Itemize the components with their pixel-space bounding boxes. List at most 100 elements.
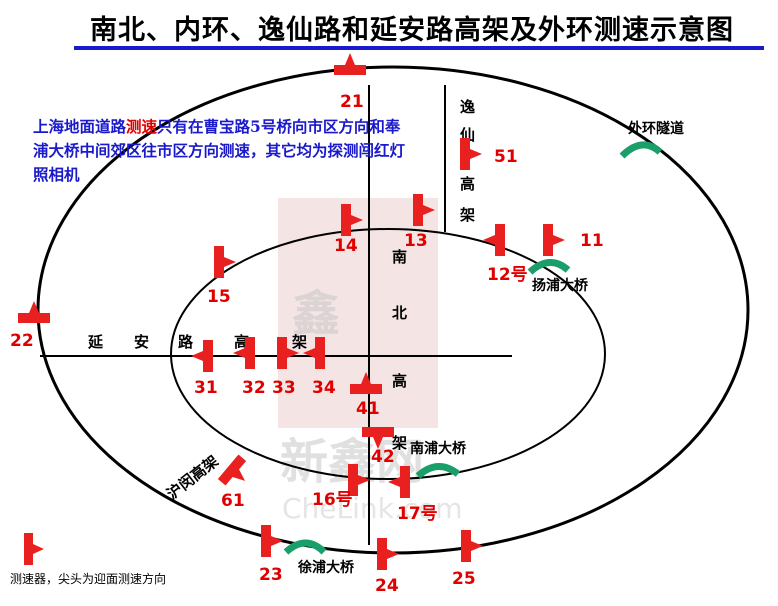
watermark-char: 鑫 bbox=[292, 286, 340, 342]
svg-text:架: 架 bbox=[291, 333, 307, 351]
svg-text:南浦大桥: 南浦大桥 bbox=[410, 440, 467, 457]
note-highlight: 测速 bbox=[126, 117, 158, 136]
speed-camera-marker bbox=[388, 466, 410, 498]
speed-camera-marker bbox=[214, 246, 236, 278]
speed-camera-note: 上海地面道路测速只有在曹宝路5号桥向市区方向和奉浦大桥中间郊区往市区方向测速，其… bbox=[33, 115, 413, 187]
bridge-arc-icon bbox=[527, 259, 571, 275]
speed-camera-12号: 12号 bbox=[483, 224, 528, 285]
speed-camera-marker bbox=[483, 224, 505, 256]
yanan-road-label: 延 安 路 高 架 bbox=[87, 333, 307, 351]
speed-camera-label: 12号 bbox=[487, 265, 528, 285]
svg-text:路: 路 bbox=[178, 333, 194, 351]
note-text-end: 只有在曹宝路5号桥向市区方向和奉浦大桥中间郊区往市区方向测速，其它均为探测闯红灯… bbox=[33, 117, 406, 184]
svg-text:延: 延 bbox=[87, 333, 104, 351]
speed-camera-label: 61 bbox=[221, 491, 245, 511]
speed-camera-label: 34 bbox=[312, 378, 336, 398]
title-underline bbox=[74, 46, 764, 50]
speed-camera-label: 42 bbox=[371, 447, 395, 467]
speed-camera-label: 41 bbox=[356, 399, 380, 419]
speed-camera-marker bbox=[543, 224, 565, 256]
speed-camera-14: 14 bbox=[334, 204, 363, 256]
legend-marker bbox=[24, 533, 44, 565]
bridge-arc-icon bbox=[283, 539, 327, 555]
speed-camera-marker bbox=[377, 538, 399, 570]
speed-camera-22: 22 bbox=[10, 301, 50, 351]
speed-camera-15: 15 bbox=[207, 246, 236, 307]
speed-camera-marker bbox=[303, 337, 325, 369]
speed-camera-marker bbox=[277, 337, 299, 369]
svg-text:扬浦大桥: 扬浦大桥 bbox=[532, 277, 589, 294]
speed-camera-24: 24 bbox=[375, 538, 399, 596]
bridge-arc-icon bbox=[415, 463, 461, 479]
speed-camera-label: 31 bbox=[194, 378, 218, 398]
speed-camera-label: 14 bbox=[334, 236, 358, 256]
speed-camera-marker bbox=[341, 204, 363, 236]
speed-camera-marker bbox=[261, 525, 283, 557]
speed-camera-marker bbox=[461, 530, 483, 562]
speed-camera-label: 32 bbox=[242, 378, 266, 398]
speed-camera-label: 24 bbox=[375, 576, 399, 596]
speed-camera-41: 41 bbox=[350, 372, 382, 419]
svg-text:高: 高 bbox=[460, 175, 475, 193]
speed-camera-marker bbox=[350, 372, 382, 394]
speed-camera-label: 22 bbox=[10, 331, 34, 351]
inner-ring-road bbox=[170, 228, 606, 480]
camera-markers: 21 51 11 13 14 12号 15 22 31 32 33 34 41 42 16号 17号 61 23 2… bbox=[10, 53, 604, 596]
legend-caption: 测速器，尖头为迎面测速方向 bbox=[10, 572, 167, 586]
speed-camera-marker bbox=[460, 138, 482, 170]
speed-camera-51: 51 bbox=[460, 138, 518, 170]
speed-camera-label: 25 bbox=[452, 569, 476, 589]
svg-text:架: 架 bbox=[391, 434, 407, 452]
page-title: 南北、内环、逸仙路和延安路高架及外环测速示意图 bbox=[90, 15, 734, 46]
speed-camera-marker bbox=[362, 427, 394, 449]
svg-text:架: 架 bbox=[459, 206, 475, 224]
speed-camera-label: 15 bbox=[207, 287, 231, 307]
north-south-road-label: 南 北 高 架 bbox=[391, 248, 407, 452]
speed-camera-marker bbox=[413, 194, 435, 226]
svg-text:北: 北 bbox=[392, 304, 407, 322]
speed-camera-marker bbox=[191, 340, 213, 372]
speed-camera-marker bbox=[18, 301, 50, 323]
speed-camera-label: 51 bbox=[494, 147, 518, 167]
tunnel-arc-icon bbox=[619, 141, 663, 159]
svg-text:徐浦大桥: 徐浦大桥 bbox=[297, 559, 355, 576]
speed-camera-32: 32 bbox=[233, 337, 266, 398]
speed-camera-13: 13 bbox=[404, 194, 435, 251]
speed-camera-label: 16号 bbox=[312, 490, 353, 510]
yixian-road-label: 逸 仙 高 架 bbox=[459, 98, 475, 224]
yangpu-bridge: 扬浦大桥 bbox=[527, 259, 589, 294]
speed-camera-16号: 16号 bbox=[312, 464, 370, 510]
speed-camera-label: 11 bbox=[580, 231, 604, 251]
outer-ring-tunnel: 外环隧道 bbox=[619, 120, 684, 159]
speed-camera-21: 21 bbox=[334, 53, 366, 112]
speed-camera-label: 21 bbox=[340, 92, 364, 112]
speed-camera-23: 23 bbox=[259, 525, 283, 585]
svg-text:外环隧道: 外环隧道 bbox=[628, 120, 684, 137]
speed-camera-42: 42 bbox=[362, 427, 395, 467]
speed-camera-11: 11 bbox=[543, 224, 604, 256]
speed-camera-25: 25 bbox=[452, 530, 483, 589]
speed-camera-33: 33 bbox=[272, 337, 299, 398]
watermark-url: CheLink.com bbox=[282, 492, 463, 525]
svg-text:南: 南 bbox=[392, 248, 407, 266]
speed-camera-61: 61 bbox=[217, 454, 247, 511]
speed-camera-label: 13 bbox=[404, 231, 428, 251]
speed-camera-marker bbox=[217, 454, 247, 486]
svg-text:逸: 逸 bbox=[460, 98, 475, 116]
huhang-road-label: 沪闵高架 bbox=[163, 452, 221, 503]
svg-text:高: 高 bbox=[392, 372, 407, 390]
speed-camera-marker bbox=[233, 337, 255, 369]
speed-camera-marker bbox=[348, 464, 370, 496]
speed-camera-31: 31 bbox=[191, 340, 218, 398]
speed-camera-label: 17号 bbox=[397, 504, 438, 524]
speed-camera-34: 34 bbox=[303, 337, 336, 398]
speed-camera-17号: 17号 bbox=[388, 466, 438, 524]
speed-camera-label: 23 bbox=[259, 565, 283, 585]
speed-camera-marker bbox=[334, 53, 366, 75]
note-text-start: 上海地面道路 bbox=[33, 117, 127, 136]
svg-text:安: 安 bbox=[134, 333, 149, 351]
speed-camera-label: 33 bbox=[272, 378, 296, 398]
xupu-bridge: 徐浦大桥 bbox=[283, 539, 355, 576]
nanpu-bridge: 南浦大桥 bbox=[410, 440, 467, 479]
